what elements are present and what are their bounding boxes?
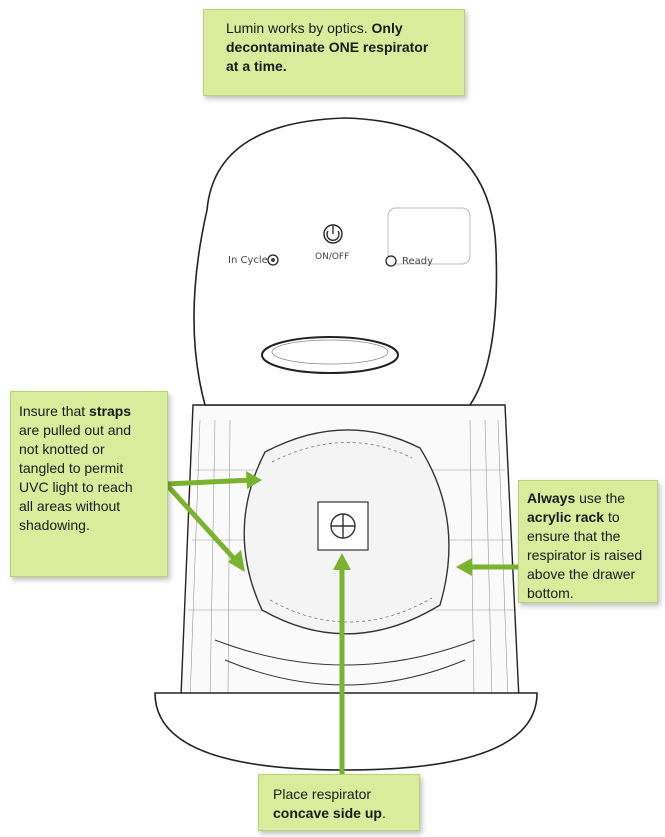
callout-left-line-7: shadowing. bbox=[19, 517, 90, 533]
callout-one-respirator: Lumin works by optics. Only decontaminat… bbox=[203, 9, 465, 96]
callout-right-line-5: above the drawer bbox=[527, 566, 635, 582]
callout-top-bold-3: at a time. bbox=[226, 58, 287, 74]
callout-left-line-3: not knotted or bbox=[19, 441, 105, 457]
callout-right-bold-2: acrylic rack bbox=[527, 509, 604, 525]
callout-bottom-period: . bbox=[382, 805, 386, 821]
callout-top-bold-2: decontaminate ONE respirator bbox=[226, 39, 428, 55]
drawer-front bbox=[155, 693, 537, 770]
callout-left-bold: straps bbox=[89, 403, 131, 419]
callout-left-line-6: all areas without bbox=[19, 498, 120, 514]
callout-acrylic-rack: Always use the acrylic rack to ensure th… bbox=[518, 480, 658, 603]
ready-label: Ready bbox=[402, 256, 433, 267]
callout-right-line-6: bottom. bbox=[527, 585, 574, 601]
callout-right-bold-1: Always bbox=[527, 490, 575, 506]
callout-right-line-3: ensure that the bbox=[527, 528, 620, 544]
callout-right-line-4: respirator is raised bbox=[527, 547, 642, 563]
callout-bottom-bold: concave side up bbox=[273, 805, 382, 821]
on-off-label: ON/OFF bbox=[315, 252, 349, 262]
callout-right-line-2: to bbox=[608, 509, 620, 525]
callout-left-line-4: tangled to permit bbox=[19, 460, 123, 476]
uv-lens-opening bbox=[262, 337, 398, 373]
ready-indicator bbox=[386, 256, 396, 266]
callout-left-line-5: UVC light to reach bbox=[19, 479, 133, 495]
callout-left-line-1: Insure that bbox=[19, 403, 85, 419]
callout-top-bold: Only bbox=[372, 20, 403, 36]
callout-bottom-line-1: Place respirator bbox=[273, 786, 371, 802]
callout-right-line-1: use the bbox=[579, 490, 625, 506]
callout-left-line-2: are pulled out and bbox=[19, 422, 131, 438]
callout-straps: Insure that straps are pulled out and no… bbox=[10, 391, 168, 577]
in-cycle-label: In Cycle bbox=[228, 255, 268, 266]
callout-concave-side-up: Place respirator concave side up. bbox=[258, 774, 420, 831]
callout-top-text: Lumin works by optics. bbox=[226, 20, 368, 36]
